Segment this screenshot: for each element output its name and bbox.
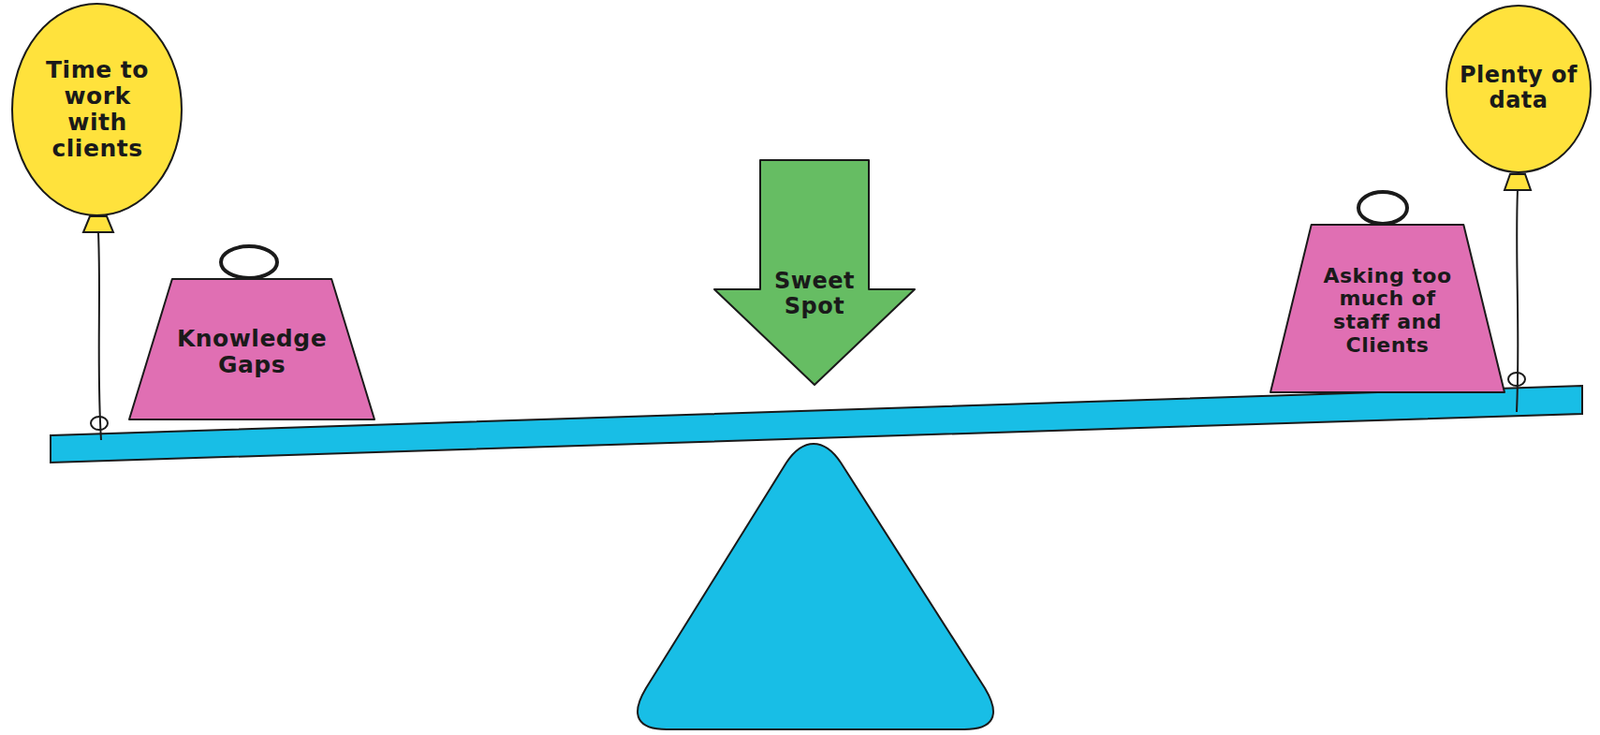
weight: Asking too much of staff and Clients: [1268, 222, 1507, 395]
node-label: Sweet Spot: [763, 268, 867, 320]
balloon: Plenty of data: [1444, 3, 1593, 175]
balloon-string: [1516, 189, 1518, 412]
sweet-spot-arrow: Sweet Spot: [712, 158, 917, 387]
string-knot: [1508, 372, 1526, 386]
weight-handle: [1358, 191, 1408, 224]
balloon-knot: [83, 216, 114, 233]
node-label: Asking too much of staff and Clients: [1312, 264, 1463, 358]
balloon-string: [98, 232, 102, 441]
weight: Knowledge Gaps: [127, 277, 377, 422]
balloon: Time to work with clients: [10, 1, 184, 218]
balloon-knot: [1504, 174, 1531, 191]
node-label: Plenty of data: [1457, 62, 1580, 114]
node-label: Knowledge Gaps: [146, 325, 358, 379]
weight-handle: [220, 246, 278, 279]
string-knot: [90, 416, 108, 430]
node-label: Time to work with clients: [36, 57, 159, 162]
fulcrum: [637, 443, 994, 730]
